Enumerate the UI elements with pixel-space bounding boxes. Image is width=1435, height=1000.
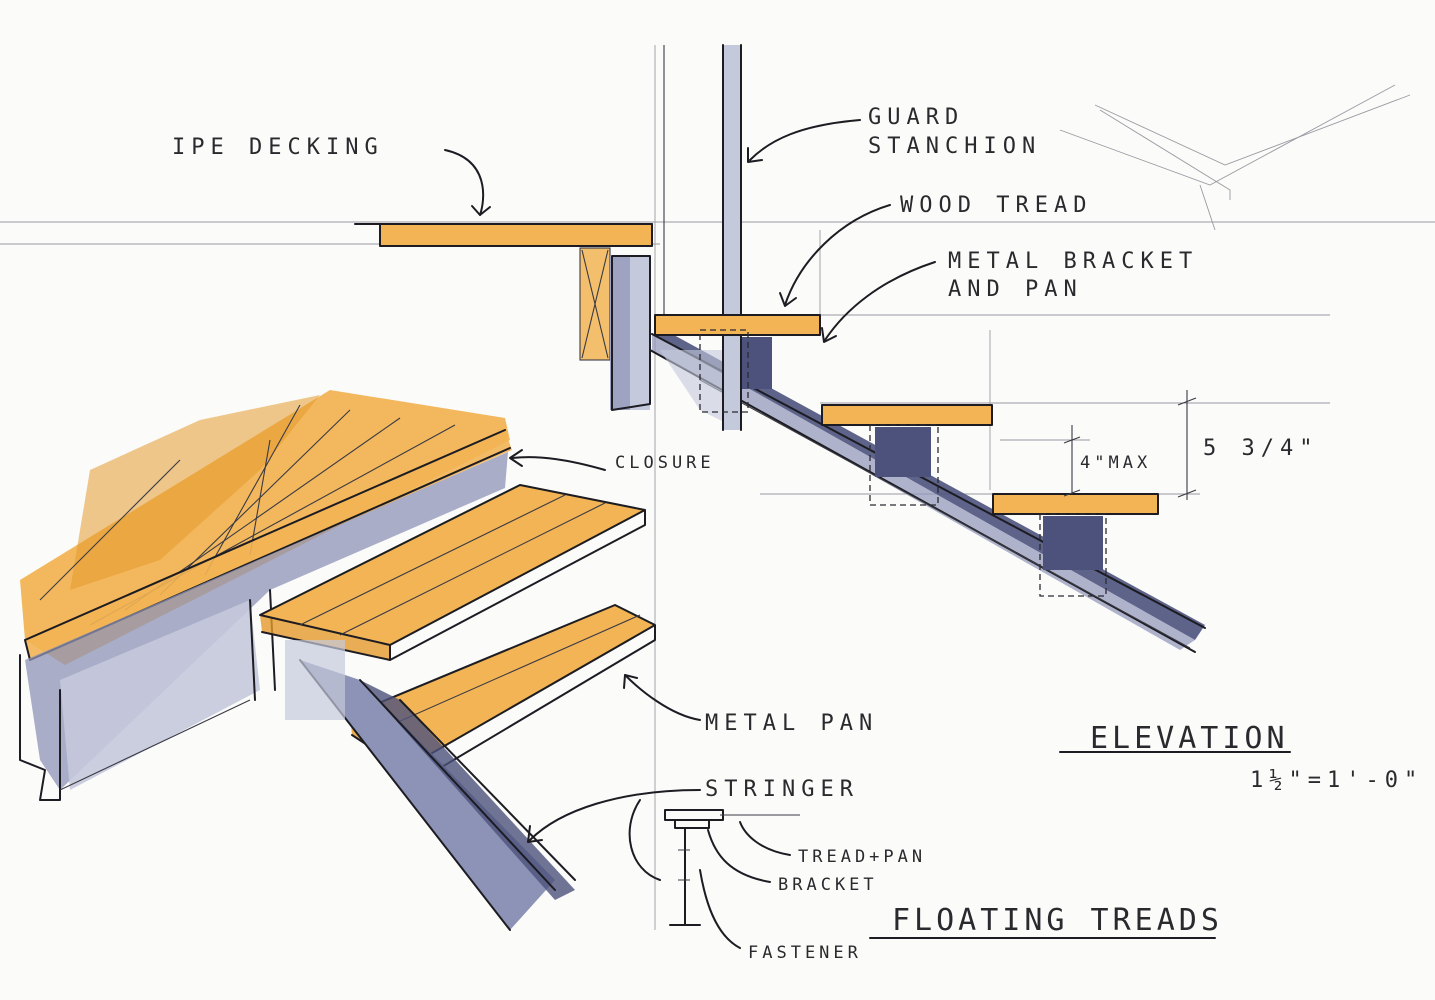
labels: IPE DECKING GUARD STANCHION WOOD TREAD M… [172,105,1423,963]
perspective-view [19,390,656,931]
label-guard-stanchion-line2: STANCHION [868,134,1041,159]
label-bracket: BRACKET [778,875,878,895]
leader-tread-pan [739,821,791,856]
label-metal-bracket-line2: AND PAN [948,277,1083,302]
elevation-view [354,44,1206,653]
label-stringer: STRINGER [705,777,859,802]
elevation-tread-1 [655,315,820,335]
elevation-tread-3 [993,494,1158,514]
leader-bracket [707,829,771,883]
label-fastener: FASTENER [748,943,862,963]
label-guard-stanchion-line1: GUARD [868,105,964,130]
elevation-deck-board [380,224,652,246]
leader-closure [511,456,606,471]
guard-stanchion [723,45,741,430]
elevation-tread-2 [822,405,992,425]
title-elevation: ELEVATION [1090,721,1289,756]
tread-section-detail [664,809,800,926]
elevation-bracket-3 [1043,516,1103,570]
elevation-bracket-1 [742,337,772,389]
dimension-lines [1063,390,1197,500]
leader-lines [444,119,936,949]
dimension-riser-gap: 4"MAX [1080,453,1151,473]
title-scale: 1½"=1'-0" [1250,768,1423,793]
perspective-tread-lower [350,605,655,760]
leader-metal-bracket [824,261,936,341]
label-closure: CLOSURE [615,453,715,473]
label-tread-pan: TREAD+PAN [798,847,926,867]
dimension-riser-height: 5 3/4" [1203,436,1318,461]
label-wood-tread: WOOD TREAD [900,193,1092,218]
leader-fastener [699,869,741,949]
elevation-bracket-2 [875,427,931,477]
leader-wood-tread [784,204,891,306]
title-floating-treads: FLOATING TREADS [892,903,1223,938]
perspective-stringer [300,660,555,930]
label-metal-bracket-line1: METAL BRACKET [948,249,1198,274]
leader-guard-stanchion [749,119,861,161]
leader-stringer [529,789,701,841]
construction-lines [0,45,1435,930]
leader-metal-pan [624,674,701,721]
leader-ipe-decking [444,149,485,216]
label-metal-pan: METAL PAN [705,711,878,736]
perspective-tread-upper [260,485,645,645]
label-ipe-decking: IPE DECKING [172,135,384,160]
